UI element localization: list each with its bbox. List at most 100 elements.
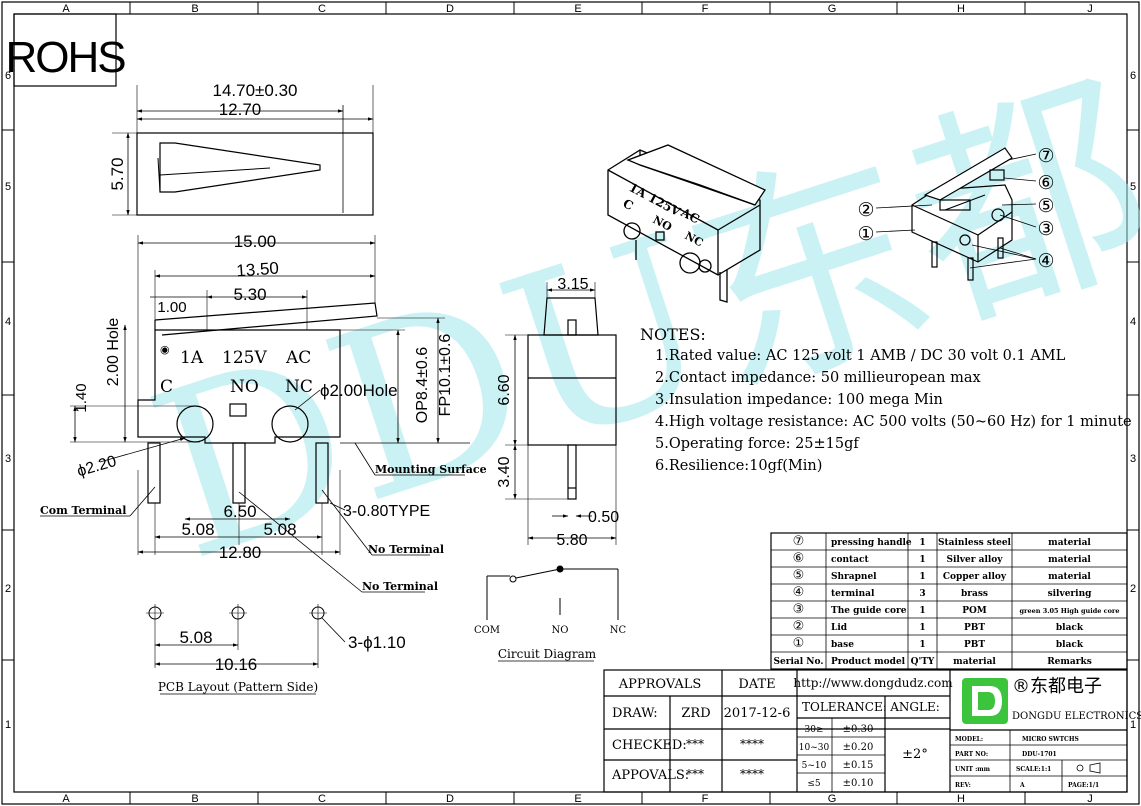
tb-approvals: APPROVALS — [618, 677, 702, 692]
tb-draw-label: DRAW: — [612, 706, 658, 721]
bom-cell: ⑦ — [793, 534, 805, 549]
tb-page: PAGE:1/1 — [1068, 782, 1099, 789]
bom-cell: ⑤ — [793, 568, 805, 583]
tolerance-range: 30≥ — [805, 725, 824, 735]
bom-cell: pressing handle — [831, 538, 912, 548]
tb-model: MICRO SWTCHS — [1022, 736, 1079, 743]
company-logo — [962, 678, 1008, 724]
dia-2-20: ϕ2.20 — [75, 453, 118, 480]
frame-col-label: B — [191, 793, 198, 805]
bom-cell: Silver alloy — [946, 555, 1003, 565]
bom-cell: The guide core — [831, 606, 907, 616]
tb-checked-by: *** — [686, 737, 704, 751]
mounting-surface: Mounting Surface — [375, 463, 487, 476]
note-item: 5.Operating force: 25±15gf — [655, 436, 860, 452]
bom-header-cell: Q'TY — [911, 657, 935, 667]
pcb-dim-10-16: 10.16 — [215, 655, 258, 674]
bom-cell: POM — [962, 606, 987, 616]
callout-number: ⑦ — [1037, 145, 1054, 167]
bom-cell: Stainless steel — [938, 538, 1012, 548]
circuit-diagram — [486, 565, 619, 662]
frame-col-label: J — [1087, 793, 1093, 805]
frame-row-label: 6 — [5, 70, 11, 82]
tb-checked-date: **** — [740, 737, 764, 751]
type-0-80: 3-0.80TYPE — [343, 503, 430, 520]
label-nc: NC — [285, 377, 313, 397]
bom-header-cell: material — [953, 657, 996, 667]
tolerance-value: ±0.20 — [843, 742, 874, 753]
callout-number: ① — [857, 223, 874, 245]
frame-col-label: C — [318, 793, 326, 805]
tb-scale: SCALE:1:1 — [1016, 766, 1051, 773]
tolerance-range: 10~30 — [799, 743, 830, 753]
frame-col-label: G — [828, 793, 837, 805]
frame-col-label: C — [318, 3, 326, 15]
dim-3-15: 3.15 — [557, 276, 588, 293]
label-125v: 125V — [222, 348, 267, 368]
frame-col-label: A — [62, 3, 70, 15]
rohs-label: ROHS — [5, 33, 125, 82]
frame-row-label: 6 — [1130, 70, 1136, 82]
tb-rev-label: REV: — [955, 782, 971, 789]
bom-cell: material — [1048, 538, 1091, 548]
dim-1-40: 1.40 — [73, 383, 90, 412]
circuit-caption: Circuit Diagram — [498, 647, 597, 661]
hole-right: ϕ2.00Hole — [320, 381, 398, 400]
bom-cell: silvering — [1048, 589, 1093, 599]
bom-cell: 1 — [919, 640, 925, 650]
dim-5-70: 5.70 — [108, 157, 127, 190]
frame-col-label: H — [957, 3, 965, 15]
no-terminal-1: No Terminal — [368, 543, 444, 556]
bom-cell: green 3.05 High guide core — [1019, 607, 1119, 615]
frame-row-label: 1 — [5, 719, 11, 731]
tb-appovals-date: **** — [740, 767, 764, 781]
tb-date: DATE — [738, 677, 775, 692]
frame-col-label: G — [828, 3, 837, 15]
tb-rev: A — [1019, 782, 1025, 789]
dim-1-00: 1.00 — [157, 299, 186, 316]
dim-12-80: 12.80 — [219, 543, 262, 562]
end-view — [505, 282, 617, 545]
dim-12-70: 12.70 — [219, 100, 262, 119]
bom-cell: 3 — [919, 589, 925, 599]
tolerance-value: ±0.10 — [843, 778, 874, 789]
tb-url: http://www.dongdudz.com — [793, 676, 953, 690]
callout-number: ④ — [1037, 250, 1054, 272]
bom-cell: PBT — [964, 640, 985, 650]
frame-col-label: D — [446, 3, 454, 15]
circuit-com: COM — [474, 625, 500, 636]
dim-6-50: 6.50 — [223, 502, 256, 521]
pcb-holes: 3-ϕ1.10 — [348, 633, 406, 652]
label-c: C — [160, 377, 173, 397]
tb-checked-label: CHECKED: — [612, 738, 687, 753]
bom-cell: 1 — [919, 606, 925, 616]
note-item: 3.Insulation impedance: 100 mega Min — [655, 392, 943, 408]
bom-cell: black — [1056, 640, 1084, 650]
bom-cell: 1 — [919, 555, 925, 565]
dim-5-08-b: 5.08 — [263, 520, 296, 539]
bom-cell: black — [1056, 623, 1084, 633]
bom-cell: terminal — [831, 589, 875, 599]
frame-col-label: E — [574, 793, 581, 805]
pcb-dim-5-08: 5.08 — [179, 628, 212, 647]
bom-cell: ② — [793, 619, 805, 634]
tb-part: DDU-1701 — [1022, 751, 1057, 758]
bom-cell: ④ — [793, 585, 805, 600]
tolerance-value: ±0.15 — [843, 760, 874, 771]
bom-cell: brass — [961, 589, 988, 599]
bom-cell: base — [831, 640, 854, 650]
bom-cell: ⑥ — [793, 551, 805, 566]
com-terminal: Com Terminal — [40, 504, 126, 517]
callout-number: ⑤ — [1037, 195, 1054, 217]
frame-col-label: J — [1087, 3, 1093, 15]
dim-14-70: 14.70±0.30 — [213, 81, 298, 100]
projection-symbol-icon — [1076, 762, 1101, 774]
bom-cell: 1 — [919, 538, 925, 548]
bom-cell: 1 — [919, 572, 925, 582]
tb-tolerance: TOLERANCE: — [802, 700, 887, 714]
